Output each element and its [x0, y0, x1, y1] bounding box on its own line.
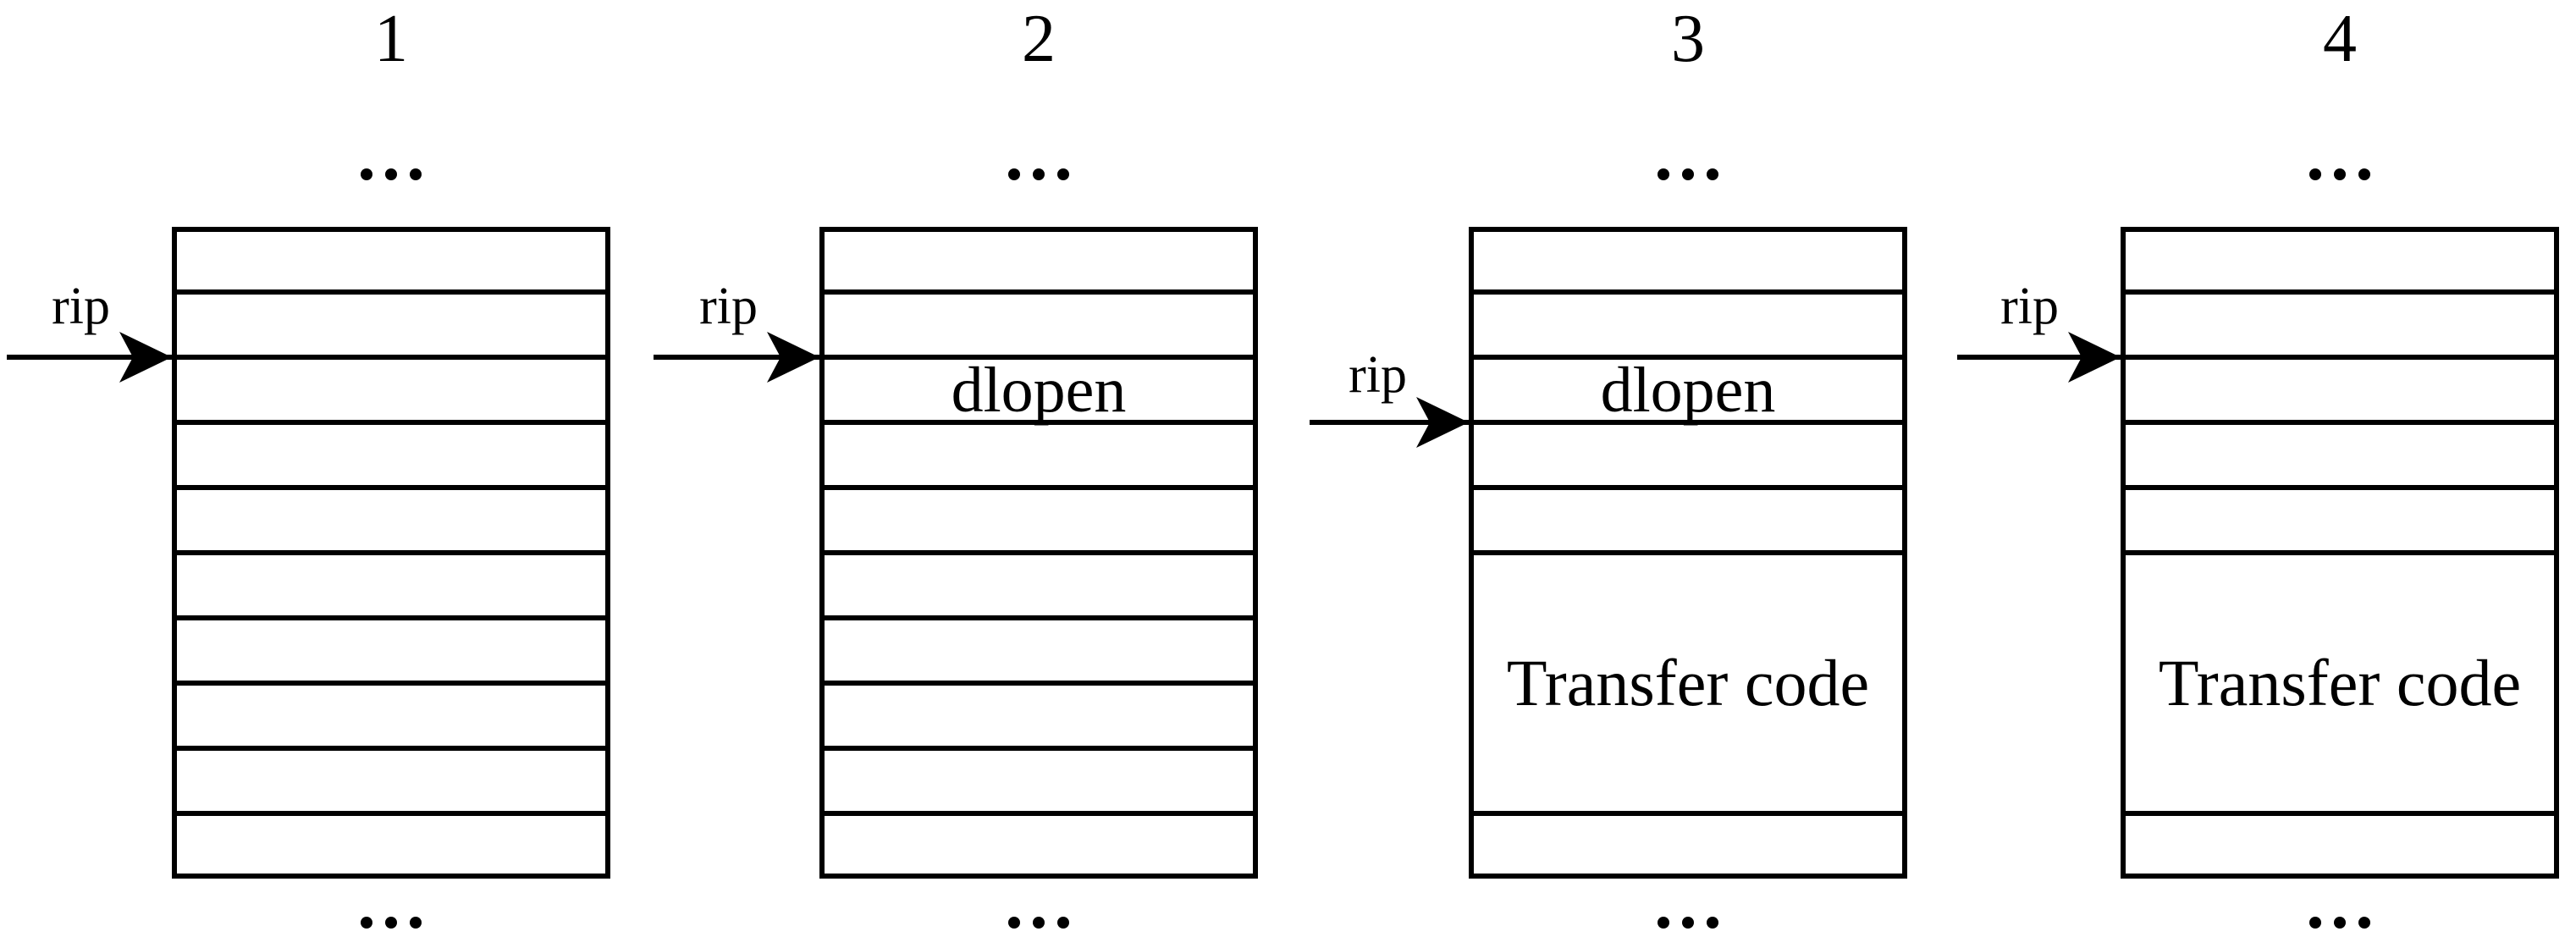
ellipsis-top-icon	[2121, 168, 2559, 180]
ellipsis-dot	[2334, 917, 2346, 929]
row-divider-line	[1474, 550, 1902, 555]
ellipsis-dot	[1682, 168, 1694, 180]
row-divider-line	[177, 615, 605, 620]
panel-2-number: 2	[1022, 2, 1056, 76]
ellipsis-bottom-icon	[172, 917, 610, 929]
rip-register-label: rip	[52, 278, 110, 335]
ellipsis-dot	[1658, 917, 1669, 929]
ellipsis-dot	[1658, 168, 1669, 180]
rip-arrowhead-icon	[2068, 332, 2121, 383]
ellipsis-top-icon	[819, 168, 1258, 180]
row-divider-line	[177, 550, 605, 555]
rip-arrow-shaft	[1957, 355, 2121, 360]
ellipsis-dot	[2358, 168, 2370, 180]
transfer-code-cell-label: Transfer code	[2158, 646, 2522, 719]
row-divider-line	[177, 289, 605, 295]
ellipsis-dot	[2334, 168, 2346, 180]
row-divider-line	[2126, 485, 2554, 490]
memory-box-2: dlopen	[819, 227, 1258, 879]
row-divider-line	[825, 420, 1253, 425]
ellipsis-dot	[410, 168, 422, 180]
ellipsis-dot	[1008, 917, 1020, 929]
ellipsis-dot	[1707, 917, 1718, 929]
rip-arrow-shaft	[654, 355, 819, 360]
rip-arrowhead-icon	[767, 332, 819, 383]
row-divider-line	[2126, 550, 2554, 555]
ellipsis-dot	[1682, 917, 1694, 929]
dlopen-cell-label: dlopen	[951, 354, 1127, 426]
ellipsis-dot	[410, 917, 422, 929]
ellipsis-dot	[1033, 168, 1045, 180]
row-divider-line	[177, 811, 605, 816]
ellipsis-bottom-icon	[819, 917, 1258, 929]
rip-arrowhead-icon	[1416, 397, 1469, 448]
row-divider-line	[825, 681, 1253, 686]
transfer-code-cell-label: Transfer code	[1506, 646, 1870, 719]
ellipsis-dot	[1008, 168, 1020, 180]
ellipsis-dot	[2358, 917, 2370, 929]
row-divider-line	[2126, 811, 2554, 816]
ellipsis-dot	[385, 168, 397, 180]
ellipsis-dot	[2309, 917, 2321, 929]
row-divider-line	[2126, 355, 2554, 360]
rip-register-label: rip	[699, 278, 758, 335]
panel-2: 2 dlopen	[819, 0, 1258, 948]
rip-arrowhead-icon	[119, 332, 172, 383]
row-divider-line	[825, 550, 1253, 555]
panel-1-number: 1	[374, 2, 408, 76]
row-divider-line	[1474, 420, 1902, 425]
panel-3-number: 3	[1671, 2, 1705, 76]
ellipsis-dot	[361, 168, 372, 180]
ellipsis-top-icon	[1469, 168, 1907, 180]
memory-box-3: dlopen Transfer code	[1469, 227, 1907, 879]
ellipsis-dot	[385, 917, 397, 929]
row-divider-line	[825, 355, 1253, 360]
dlopen-cell-label: dlopen	[1600, 354, 1776, 426]
rip-register-label: rip	[2000, 278, 2059, 335]
row-divider-line	[177, 420, 605, 425]
row-divider-line	[177, 485, 605, 490]
ellipsis-dot	[1033, 917, 1045, 929]
ellipsis-dot	[1707, 168, 1718, 180]
ellipsis-top-icon	[172, 168, 610, 180]
rip-arrow-shaft	[1310, 420, 1469, 425]
row-divider-line	[1474, 355, 1902, 360]
row-divider-line	[1474, 485, 1902, 490]
ellipsis-dot	[361, 917, 372, 929]
memory-box-1	[172, 227, 610, 879]
row-divider-line	[2126, 289, 2554, 295]
row-divider-line	[177, 746, 605, 751]
panel-4-number: 4	[2323, 2, 2357, 76]
panel-3: 3 dlopen Transfer code	[1469, 0, 1907, 948]
rip-arrow-shaft	[7, 355, 172, 360]
row-divider-line	[825, 811, 1253, 816]
ellipsis-bottom-icon	[2121, 917, 2559, 929]
rip-register-label: rip	[1349, 346, 1407, 404]
row-divider-line	[1474, 811, 1902, 816]
panel-1: 1	[172, 0, 610, 948]
ellipsis-dot	[2309, 168, 2321, 180]
ellipsis-dot	[1057, 917, 1069, 929]
row-divider-line	[2126, 420, 2554, 425]
row-divider-line	[825, 615, 1253, 620]
row-divider-line	[825, 289, 1253, 295]
row-divider-line	[825, 746, 1253, 751]
ellipsis-bottom-icon	[1469, 917, 1907, 929]
ellipsis-dot	[1057, 168, 1069, 180]
panel-4: 4 Transfer code	[2121, 0, 2559, 948]
row-divider-line	[1474, 289, 1902, 295]
row-divider-line	[177, 355, 605, 360]
memory-box-4: Transfer code	[2121, 227, 2559, 879]
row-divider-line	[825, 485, 1253, 490]
row-divider-line	[177, 681, 605, 686]
